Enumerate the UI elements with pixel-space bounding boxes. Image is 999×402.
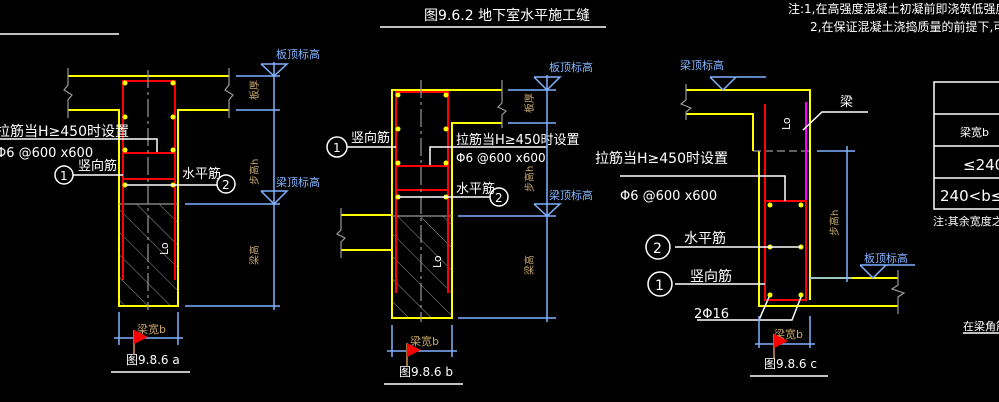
horizontal-bar-label: 水平筋 (684, 230, 726, 247)
svg-text:2: 2 (222, 178, 230, 192)
table-cell-le240: ≤240 (963, 156, 999, 174)
marker-2 (645, 234, 671, 260)
step-h-label: 步高h (828, 210, 841, 236)
drawing-title: 图9.6.2 地下室水平施工缝 (424, 7, 590, 24)
step-h-label: 步高h (248, 159, 261, 185)
concrete-hatch (392, 216, 452, 318)
svg-text:1: 1 (333, 141, 341, 155)
slab-top-elev-label: 板顶标高 (276, 47, 320, 61)
table-cell-range: 240<b≤ (940, 187, 999, 205)
beam-outline (686, 89, 811, 300)
tie-bar-spec: Φ6 @600 x600 (620, 189, 717, 204)
table-footer: 在梁角筋 (963, 319, 999, 333)
horizontal-bar-label: 水平筋 (456, 181, 495, 197)
slab-top-elev-label: 板顶标高 (549, 60, 593, 74)
beam-height-label: 梁高 (248, 245, 261, 265)
tie-bar-spec: Φ6 @600 x600 (0, 146, 93, 161)
beam-width-label: 梁宽b (774, 327, 803, 341)
slab-thickness-label: 板厚 (523, 93, 536, 113)
beam-label: 梁 (840, 95, 853, 110)
beam-width-label: 梁宽b (410, 334, 439, 348)
lo-label: Lo (431, 255, 444, 268)
svg-text:1: 1 (655, 278, 664, 294)
break-line-right (224, 68, 234, 118)
tie-bar-note: 拉筋当H≥450时设置 (456, 132, 579, 148)
vertical-bar-label: 竖向筋 (690, 268, 732, 285)
beam-width-table: 梁宽b ≤240 240<b≤ 注:其余宽度之做 在梁角筋 (933, 81, 999, 334)
lo-label: Lo (158, 242, 171, 255)
stirrup (764, 200, 807, 301)
beam-width-label: 梁宽b (137, 322, 166, 336)
svg-text:1: 1 (60, 169, 68, 183)
flag-icon (407, 343, 421, 357)
break-line (679, 84, 693, 120)
stirrup (395, 91, 449, 191)
vertical-bar-label: 竖向筋 (78, 158, 117, 174)
svg-text:2: 2 (495, 191, 503, 205)
slab-thickness-label: 板厚 (248, 80, 261, 100)
marker-2 (489, 187, 509, 207)
figure-c: Lo 梁 梁顶标高 板顶标高 步高h 拉筋当H≥450时设置 Φ6 @600 x… (595, 58, 915, 377)
figure-b: 1 竖向筋 拉筋当H≥450时设置 Φ6 @600 x600 水平筋 2 板顶标… (326, 60, 593, 385)
beam-top-elev-label: 梁顶标高 (276, 175, 320, 189)
table-note: 注:其余宽度之做 (933, 214, 999, 228)
stirrup (122, 80, 176, 180)
figure-caption-a: 图9.8.6 a (126, 353, 180, 367)
horizontal-bar-label: 水平筋 (182, 166, 221, 182)
step-h-label: 步高h (523, 166, 536, 192)
note-line-1: 注:1,在高强度混凝土初凝前即浇筑低强度混凝土,并加强 (788, 1, 999, 16)
figure-a: 拉筋当H≥450时设置 Φ6 @600 x600 1 竖向筋 水平筋 2 板顶标… (0, 47, 320, 373)
tie-bar-note: 拉筋当H≥450时设置 (0, 123, 129, 140)
figure-caption-b: 图9.8.6 b (399, 365, 453, 379)
vertical-bar-label: 竖向筋 (351, 130, 390, 146)
svg-text:2: 2 (653, 241, 662, 257)
flag-icon (134, 330, 148, 344)
tie-bar-note: 拉筋当H≥450时设置 (595, 150, 728, 167)
figure-caption-c: 图9.8.6 c (764, 357, 817, 371)
table-header-beam-width: 梁宽b (960, 125, 989, 139)
flag-icon (774, 334, 788, 348)
marker-1 (647, 271, 673, 297)
marker-2 (216, 174, 236, 194)
beam-height-label: 梁高 (523, 255, 536, 275)
break-line-left (63, 68, 73, 118)
lo-label: Lo (780, 117, 793, 130)
slab-top-elev-label: 板顶标高 (864, 251, 908, 265)
break-line (335, 208, 347, 258)
beam-top-elev-label: 梁顶标高 (549, 188, 593, 202)
bottom-bars-label: 2Φ16 (694, 307, 729, 322)
beam-top-elev-label: 梁顶标高 (680, 58, 724, 72)
note-line-2: 2,在保证混凝土浇捣质量的前提下,可适当增加钢丝 (810, 19, 999, 34)
tie-bar-spec: Φ6 @600 x600 (456, 151, 546, 165)
